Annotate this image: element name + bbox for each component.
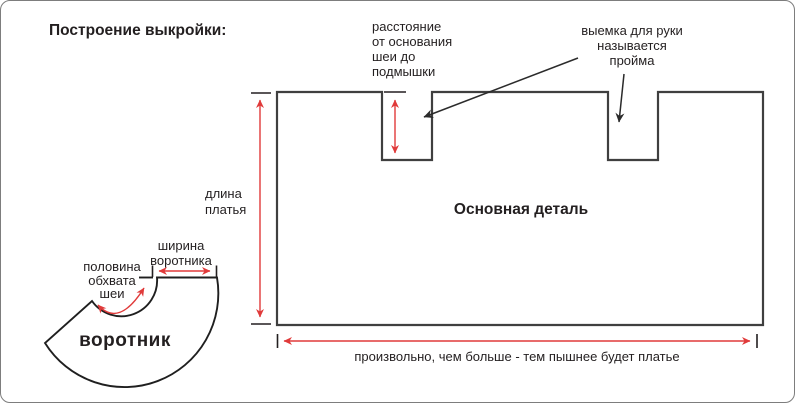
notch-depth-dimension	[384, 91, 406, 154]
label-neck-to-armpit: расстояние от основания шеи до подмышки	[372, 19, 453, 79]
bottom-width-dimension	[276, 334, 758, 348]
label-armhole-note: выемка для руки называется пройма	[581, 23, 683, 68]
neck-curve-arrow	[97, 287, 145, 315]
collar-width-dimension	[151, 265, 218, 277]
label-main-piece: Основная деталь	[453, 201, 589, 218]
main-piece-outline	[275, 90, 765, 327]
page-title: Построение выкройки:	[49, 22, 227, 39]
armhole-pointer-arrow-left	[423, 57, 579, 118]
label-collar-width: ширина воротника	[150, 238, 212, 268]
label-collar: воротник	[79, 330, 171, 351]
label-half-neck: половина обхвата шеи	[83, 259, 141, 301]
label-bottom-note: произвольно, чем больше - тем пышнее буд…	[354, 349, 680, 364]
dress-length-dimension	[251, 92, 271, 325]
armhole-pointer-arrow-right	[615, 73, 625, 123]
label-dress-length: длина платья	[205, 186, 247, 217]
